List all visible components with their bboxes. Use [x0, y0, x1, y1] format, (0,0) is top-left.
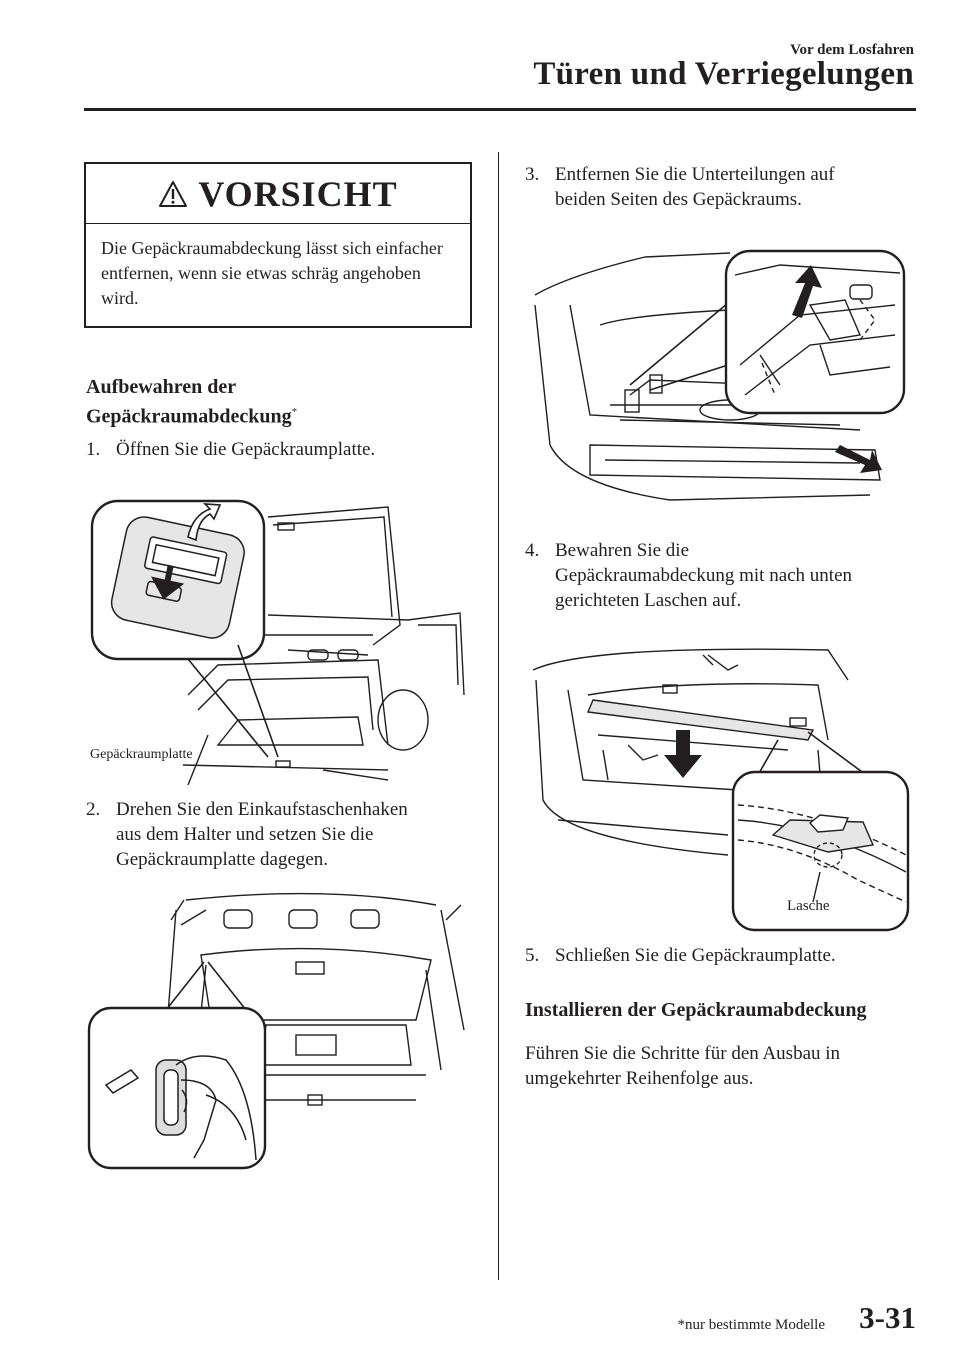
step-text-line3: Gepäckraumplatte dagegen.: [116, 849, 329, 870]
caution-box: VORSICHT Die Gepäckraumabdeckung lässt s…: [84, 162, 472, 328]
section-heading-store: Aufbewahren der Gepäckraumabdeckung*: [86, 375, 297, 430]
step-text-line1: Drehen Sie den Einkaufstaschenhaken: [116, 799, 408, 820]
column-divider: [498, 152, 499, 1280]
heading-line-2: Gepäckraumabdeckung: [86, 405, 292, 428]
step-number: 2.: [86, 799, 101, 820]
warning-triangle-icon: [159, 180, 188, 207]
trunk-hook-illustration: [87, 892, 465, 1170]
figure-label-floor-board: Gepäckraumplatte: [90, 747, 193, 762]
step-2: 2. Drehen Sie den Einkaufstaschenhaken au…: [86, 797, 408, 872]
figure-open-trunk: Gepäckraumplatte: [88, 495, 470, 785]
page-number: 3-31: [859, 1300, 916, 1335]
step-text-line2: Gepäckraumabdeckung mit nach unten: [555, 565, 853, 586]
install-text-line1: Führen Sie die Schritte für den Ausbau i…: [525, 1043, 841, 1064]
step-3: 3. Entfernen Sie die Unterteilungen auf b…: [525, 162, 835, 212]
install-text: Führen Sie die Schritte für den Ausbau i…: [525, 1041, 840, 1091]
figure-trunk-hook: [86, 890, 476, 1172]
step-text-line1: Bewahren Sie die: [555, 540, 690, 561]
step-number: 3.: [525, 164, 540, 185]
chapter-subtitle: Vor dem Losfahren: [790, 42, 914, 58]
step-5: 5. Schließen Sie die Gepäckraumplatte.: [525, 943, 836, 968]
caution-title: VORSICHT: [198, 173, 398, 214]
page-title: Türen und Verriegelungen: [533, 56, 914, 92]
partitions-illustration: [534, 249, 906, 501]
caution-text: Die Gepäckraumabdeckung lässt sich einfa…: [101, 238, 443, 308]
heading-line-1: Aufbewahren der: [86, 376, 237, 398]
section-heading-install: Installieren der Gepäckraumabdeckung: [525, 999, 867, 1021]
step-4: 4. Bewahren Sie die Gepäckraumabdeckung m…: [525, 538, 852, 613]
step-text: Öffnen Sie die Gepäckraumplatte.: [116, 439, 376, 460]
step-text: Schließen Sie die Gepäckraumplatte.: [555, 945, 836, 966]
step-text-line2: aus dem Halter und setzen Sie die: [116, 824, 374, 845]
figure-trunk-partitions: [530, 245, 910, 520]
step-number: 4.: [525, 540, 540, 561]
cover-stored-illustration: [532, 648, 910, 932]
caution-header: VORSICHT: [86, 164, 470, 224]
footnote-mark: *: [291, 406, 298, 418]
step-text-line1: Entfernen Sie die Unterteilungen auf: [555, 164, 835, 185]
step-number: 5.: [525, 945, 540, 966]
step-number: 1.: [86, 439, 101, 460]
step-1: 1. Öffnen Sie die Gepäckraumplatte.: [86, 437, 375, 462]
install-text-line2: umgekehrter Reihenfolge aus.: [525, 1068, 754, 1089]
step-text-line2: beiden Seiten des Gepäckraums.: [555, 189, 802, 210]
footnote: *nur bestimmte Modelle: [677, 1317, 825, 1333]
header-rule: [84, 108, 916, 111]
step-text-line3: gerichteten Laschen auf.: [555, 590, 742, 611]
figure-label-tab: Lasche: [787, 898, 830, 914]
trunk-illustration: [90, 499, 465, 785]
figure-cover-stored: Lasche: [528, 640, 912, 935]
